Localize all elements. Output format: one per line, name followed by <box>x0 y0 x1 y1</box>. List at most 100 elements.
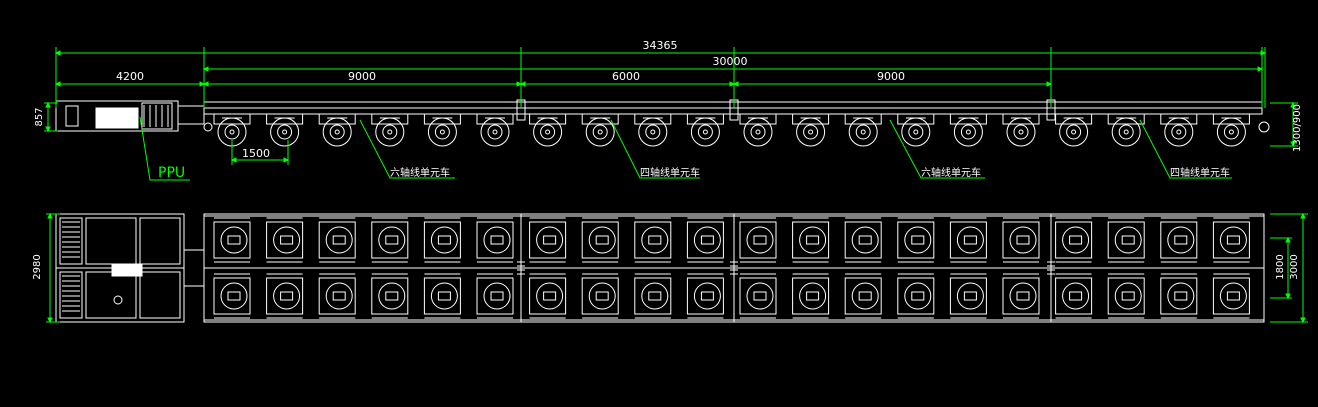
wheel-18 <box>1164 117 1194 147</box>
turntable-11-0 <box>799 226 827 254</box>
wheel-plan-2-1 <box>332 291 346 301</box>
turntable-11-1 <box>799 282 827 310</box>
dim-line-height-right-arrow-bottom <box>1290 141 1296 148</box>
turntable-14-1 <box>956 282 984 310</box>
turntable-18-0 <box>1167 226 1195 254</box>
wheel-hub-2 <box>329 124 345 140</box>
wheel-plan-3-0 <box>385 235 399 245</box>
wheel-hub-13 <box>908 124 924 140</box>
bogie-frame-6 <box>529 113 567 125</box>
wheel-plan-18-1 <box>1174 291 1188 301</box>
dim-line-seg1-arrow-left <box>202 81 209 87</box>
wheel-axle-18 <box>1176 129 1182 135</box>
turntable-17-0 <box>1114 226 1142 254</box>
steering-module-0-1 <box>213 277 251 315</box>
unit-leader-3 <box>1139 119 1232 179</box>
turntable-17-1 <box>1114 282 1142 310</box>
wheel-axle-15 <box>1018 129 1024 135</box>
steering-module-4-1 <box>423 277 461 315</box>
wheel-axle-7 <box>597 129 603 135</box>
unit-label-six-axle-1: 六轴线单元车 <box>390 166 450 179</box>
ppu-plan-pump-top <box>139 217 181 265</box>
wheel-1 <box>270 117 300 147</box>
turntable-8-1 <box>641 282 669 310</box>
wheel-hub-17 <box>1118 124 1134 140</box>
dim-line-overall-width-arrow-top <box>47 212 53 219</box>
dim-overall-width: 2980 <box>32 254 43 279</box>
dim-line-vehicle-width-arrow-top <box>1300 212 1306 219</box>
dim-segment-3: 9000 <box>877 70 905 83</box>
unit-leader-0 <box>359 119 455 179</box>
turntable-6-0 <box>536 226 564 254</box>
steering-module-6-0 <box>529 221 567 259</box>
dim-line-vehicle-width-arrow-bottom <box>1300 317 1306 324</box>
wheel-hub-19 <box>1223 124 1239 140</box>
dim-trailer-length: 30000 <box>713 55 748 68</box>
wheel-hub-11 <box>803 124 819 140</box>
turntable-13-1 <box>904 282 932 310</box>
wheel-2 <box>322 117 352 147</box>
bogie-frame-19 <box>1212 113 1250 125</box>
wheel-plan-8-1 <box>648 291 662 301</box>
bogie-frame-12 <box>844 113 882 125</box>
dim-line-track-width-arrow-bottom <box>1285 293 1291 300</box>
ppu-plan-engine-top <box>85 217 137 265</box>
wheel-3 <box>375 117 405 147</box>
bogie-frame-5 <box>476 113 514 125</box>
turntable-16-1 <box>1062 282 1090 310</box>
wheel-hub-12 <box>855 124 871 140</box>
steering-module-13-1 <box>897 277 935 315</box>
wheel-hub-10 <box>750 124 766 140</box>
steering-module-3-1 <box>371 277 409 315</box>
dim-line-height-left-arrow-top <box>45 101 51 108</box>
steering-module-5-1 <box>476 277 514 315</box>
wheel-plan-3-1 <box>385 291 399 301</box>
wheel-axle-8 <box>650 129 656 135</box>
wheel-plan-19-0 <box>1226 235 1240 245</box>
wheel-axle-11 <box>808 129 814 135</box>
ppu-plan-filter <box>111 263 143 277</box>
ppu-leader <box>139 116 190 181</box>
turntable-13-0 <box>904 226 932 254</box>
turntable-1-0 <box>273 226 301 254</box>
drawing-linework <box>55 99 1270 323</box>
dim-line-seg3-arrow-left <box>732 81 739 87</box>
steering-module-8-0 <box>634 221 672 259</box>
steering-module-9-0 <box>686 221 724 259</box>
wheel-axle-12 <box>860 129 866 135</box>
steering-module-11-0 <box>792 221 830 259</box>
wheel-plan-17-0 <box>1121 235 1135 245</box>
ppu-plan-engine-bot <box>85 271 137 319</box>
steering-module-16-0 <box>1055 221 1093 259</box>
dim-line-seg2-arrow-right <box>729 81 736 87</box>
steering-module-7-1 <box>581 277 619 315</box>
wheel-hub-18 <box>1171 124 1187 140</box>
turntable-14-0 <box>956 226 984 254</box>
bogie-frame-8 <box>634 113 672 125</box>
turntable-2-1 <box>325 282 353 310</box>
wheel-plan-15-0 <box>1016 235 1030 245</box>
wheel-axle-10 <box>755 129 761 135</box>
wheel-axle-0 <box>229 129 235 135</box>
wheel-plan-9-1 <box>700 291 714 301</box>
turntable-12-1 <box>851 282 879 310</box>
turntable-2-0 <box>325 226 353 254</box>
turntable-7-0 <box>588 226 616 254</box>
wheel-plan-19-1 <box>1226 291 1240 301</box>
ppu-plan-radiator-top <box>59 217 83 265</box>
ppu-panel <box>95 107 139 129</box>
steering-module-15-1 <box>1002 277 1040 315</box>
dim-line-seg3-arrow-right <box>1046 81 1053 87</box>
wheel-plan-15-1 <box>1016 291 1030 301</box>
turntable-19-0 <box>1219 226 1247 254</box>
dim-line-ppu-arrow-left <box>54 81 61 87</box>
steering-module-3-0 <box>371 221 409 259</box>
turntable-12-0 <box>851 226 879 254</box>
turntable-4-0 <box>430 226 458 254</box>
turntable-10-0 <box>746 226 774 254</box>
steering-module-5-0 <box>476 221 514 259</box>
wheel-plan-16-0 <box>1069 235 1083 245</box>
steering-module-16-1 <box>1055 277 1093 315</box>
wheel-plan-7-0 <box>595 235 609 245</box>
turntable-16-0 <box>1062 226 1090 254</box>
